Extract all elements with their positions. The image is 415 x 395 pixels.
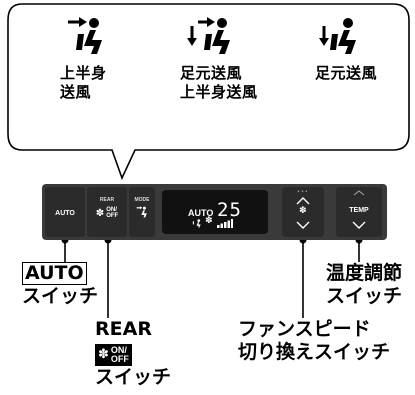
rear-switch-text: スイッチ	[95, 365, 172, 388]
rear-onoff-text: ON/ OFF	[106, 207, 118, 219]
rear-button-top-label: REAR	[99, 197, 115, 203]
fan-icon: ✽	[95, 207, 105, 219]
display-temperature: 25	[217, 199, 242, 221]
temp-button-label: TEMP	[349, 207, 369, 214]
auto-button[interactable]: AUTO	[45, 187, 85, 237]
auto-switch-callout: AUTO スイッチ	[22, 262, 98, 308]
mode-airflow-icon	[136, 206, 147, 218]
rear-badge-fan-icon: ✽	[98, 347, 109, 362]
mode-upper-body-label: 上半身 送風	[60, 64, 107, 102]
rear-onoff-badge: ✽ ON/ OFF	[95, 343, 132, 366]
rear-badge-off: OFF	[110, 353, 129, 364]
rear-switch-callout: REAR ✽ ON/ OFF スイッチ	[95, 318, 171, 389]
fan-up-chevron-icon[interactable]	[296, 197, 310, 205]
display-auto-text: AUTO	[188, 208, 214, 218]
fan-speed-line1: ファンスピード	[238, 318, 371, 340]
fan-speed-dots: •••	[297, 189, 309, 195]
mode-upper-body-line1: 上半身	[60, 64, 107, 82]
mode-foot-upper-line2: 上半身送風	[180, 83, 258, 101]
temperature-display: AUTO 25 ✽	[162, 190, 268, 234]
auto-switch-text: スイッチ	[22, 285, 99, 307]
auto-button-label: AUTO	[55, 210, 75, 217]
temp-line1: 温度調節	[326, 262, 403, 284]
mode-foot-line1: 足元送風	[315, 64, 378, 82]
mode-button[interactable]: MODE	[129, 187, 155, 237]
mode-upper-body-line2: 送風	[60, 83, 92, 101]
rear-button-icon-row: ✽ ON/ OFF	[87, 207, 127, 219]
fan-speed-line2: 切り換えスイッチ	[238, 341, 391, 363]
temp-down-chevron-icon[interactable]	[352, 221, 366, 229]
auto-label-box: AUTO	[22, 262, 87, 285]
mode-foot-upper-label: 足元送風 上半身送風	[180, 64, 258, 102]
fan-speed-fan-icon: ✽	[299, 206, 307, 216]
rear-button[interactable]: REAR ✽ ON/ OFF	[87, 187, 127, 237]
display-airflow-icon	[192, 219, 201, 228]
rear-badge-on: ON/	[110, 344, 127, 355]
fan-speed-bars-icon	[217, 219, 233, 228]
foot-and-upper-body-airflow-icon	[187, 17, 230, 54]
fan-down-chevron-icon[interactable]	[296, 221, 310, 229]
foot-airflow-icon	[319, 18, 356, 54]
rear-badge-onoff: ON/ OFF	[110, 344, 129, 364]
rear-label-text: REAR	[95, 318, 152, 340]
fan-speed-callout: ファンスピード 切り換えスイッチ	[238, 318, 390, 364]
temperature-callout: 温度調節 スイッチ	[326, 262, 402, 308]
mode-button-top-label: MODE	[134, 197, 150, 203]
upper-body-airflow-icon	[68, 17, 102, 54]
rear-off-text: OFF	[106, 213, 119, 219]
fan-speed-switch[interactable]: ••• ✽	[282, 187, 324, 237]
mode-callout-bubble	[7, 3, 410, 181]
rear-on-text: ON/	[106, 207, 117, 213]
mode-foot-upper-line1: 足元送風	[180, 64, 243, 82]
mode-foot-label: 足元送風	[315, 64, 377, 83]
temp-up-chevron-icon[interactable]	[353, 190, 365, 196]
temperature-switch[interactable]: TEMP	[336, 187, 382, 237]
display-fan-icon: ✽	[205, 216, 213, 226]
temp-line2: スイッチ	[326, 285, 403, 307]
